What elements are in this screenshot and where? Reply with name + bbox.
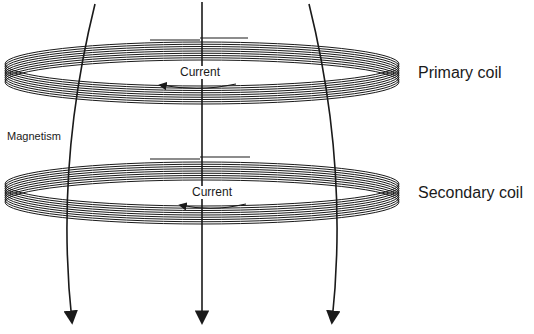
current-arrow — [160, 84, 236, 88]
coil-lead — [150, 38, 248, 40]
current-arrow — [180, 204, 246, 208]
coil-winding — [5, 58, 399, 102]
coil-winding — [5, 56, 399, 100]
current-label: Current — [178, 66, 222, 79]
coil-winding — [5, 60, 399, 104]
coil-label: Primary coil — [418, 64, 502, 82]
coil-winding — [5, 178, 399, 222]
current-label: Current — [190, 186, 234, 199]
coil-lead — [150, 157, 250, 159]
coil-winding — [5, 180, 399, 224]
secondary-coil — [5, 162, 399, 224]
coil-label: Secondary coil — [418, 184, 523, 202]
coil-winding — [5, 176, 399, 220]
field-label: Magnetism — [5, 130, 63, 142]
primary-coil — [5, 42, 399, 104]
